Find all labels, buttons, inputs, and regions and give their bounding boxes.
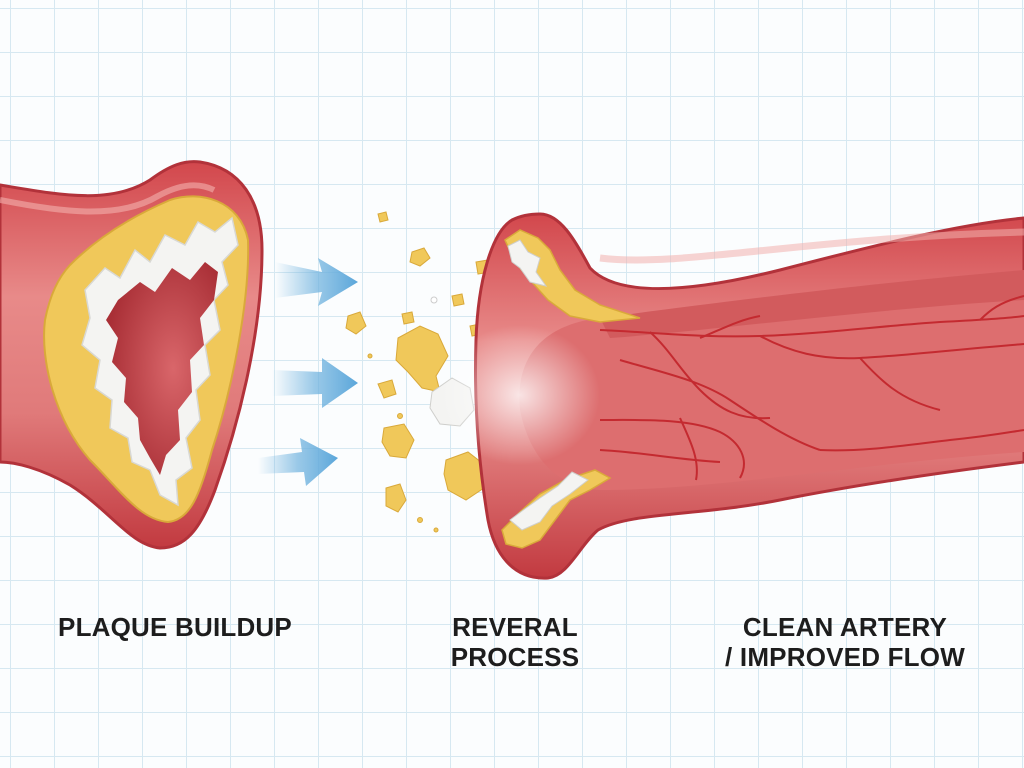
caption-line: PLAQUE BUILDUP	[58, 612, 292, 642]
left-artery-lumen	[106, 262, 218, 475]
right-plaque-remnant-bottom	[501, 469, 612, 549]
flow-arrow-icon	[275, 258, 358, 306]
caption-clean-artery: CLEAN ARTERY / IMPROVED FLOW	[700, 612, 990, 672]
caption-reversal-process: REVERAL PROCESS	[420, 612, 610, 672]
capillary-network	[599, 295, 1024, 481]
flow-arrows	[258, 258, 358, 486]
clean-artery	[440, 212, 1024, 580]
caption-line: CLEAN ARTERY	[742, 612, 948, 642]
flow-arrow-icon	[272, 358, 358, 408]
plaque-artery	[0, 160, 264, 550]
caption-line: PROCESS	[450, 642, 580, 672]
flow-arrow-icon	[258, 438, 338, 486]
caption-line: / IMPROVED FLOW	[725, 642, 965, 672]
right-plaque-remnant-top	[504, 229, 641, 323]
caption-line: REVERAL	[452, 612, 578, 642]
artery-illustration	[0, 160, 1024, 580]
caption-plaque-buildup: PLAQUE BUILDUP	[40, 612, 310, 642]
